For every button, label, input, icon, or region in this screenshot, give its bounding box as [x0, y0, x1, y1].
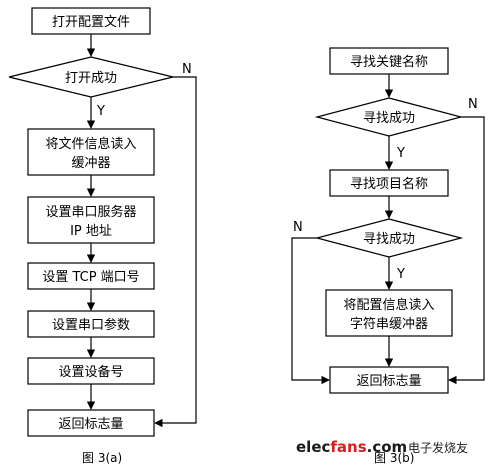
watermark-brand-part3: .com	[367, 438, 408, 456]
find-success-2-label: 寻找成功	[363, 232, 415, 247]
no-branch-arrow	[154, 76, 197, 428]
find-key-name-box	[329, 47, 449, 75]
no-branch-arrow-2	[291, 237, 330, 385]
set-server-ip-box	[27, 196, 155, 244]
find-key-name-label: 寻找关键名称	[350, 54, 428, 70]
return-flag-box-b	[329, 366, 449, 394]
find-item-name-box	[329, 169, 449, 197]
set-tcp-port-label: 设置 TCP 端口号	[42, 270, 139, 285]
yes-label-1: Y	[396, 146, 405, 161]
set-serial-params-box	[27, 310, 155, 338]
set-serial-params-label: 设置串口参数	[52, 317, 130, 333]
no-branch-arrow-1	[448, 116, 485, 385]
watermark-brand-part1: elec	[296, 438, 330, 456]
read-file-info-box	[27, 128, 155, 176]
read-config-info-box	[325, 289, 453, 337]
return-flag-box	[27, 409, 155, 437]
set-device-no-box	[27, 357, 155, 385]
watermark-chinese: 电子发烧友	[408, 440, 468, 455]
open-config-file-box	[31, 7, 151, 35]
read-config-info-line2: 字符串缓冲器	[350, 316, 428, 332]
watermark-brand-part2: fans	[330, 438, 366, 456]
find-item-name-label: 寻找项目名称	[350, 176, 428, 192]
return-flag-b-label: 返回标志量	[356, 374, 421, 389]
set-server-ip-line1: 设置串口服务器	[45, 204, 136, 220]
read-config-info-line1: 将配置信息读入	[343, 297, 434, 313]
open-success-label: 打开成功	[65, 71, 117, 86]
yes-label: Y	[96, 104, 105, 119]
no-label-1: N	[468, 97, 478, 112]
caption-a: 图 3(a)	[82, 451, 122, 465]
open-config-file-label: 打开配置文件	[52, 15, 130, 30]
set-device-no-label: 设置设备号	[58, 364, 123, 380]
caption-b: 图 3(b)	[374, 451, 414, 465]
read-file-info-line1: 将文件信息读入	[45, 136, 136, 152]
return-flag-label: 返回标志量	[58, 417, 123, 432]
watermark-brand: elecfans.com	[296, 438, 407, 456]
no-label: N	[182, 62, 192, 77]
set-server-ip-line2: IP 地址	[70, 224, 112, 239]
no-label-2: N	[293, 220, 303, 235]
read-file-info-line2: 缓冲器	[71, 156, 110, 171]
set-tcp-port-box	[27, 262, 155, 290]
right-flowchart: 寻找关键名称 寻找成功 Y 寻找项目名称 寻找成功 Y 将配置信息读入 字符串缓…	[291, 47, 485, 465]
elecfans-watermark: elecfans.com 电子发烧友	[296, 438, 468, 456]
left-flowchart: 打开配置文件 打开成功 Y 将文件信息读入 缓冲器 设置串口服务器 IP 地址 …	[8, 7, 197, 465]
yes-label-2: Y	[396, 267, 405, 282]
find-success-1-label: 寻找成功	[363, 111, 415, 126]
